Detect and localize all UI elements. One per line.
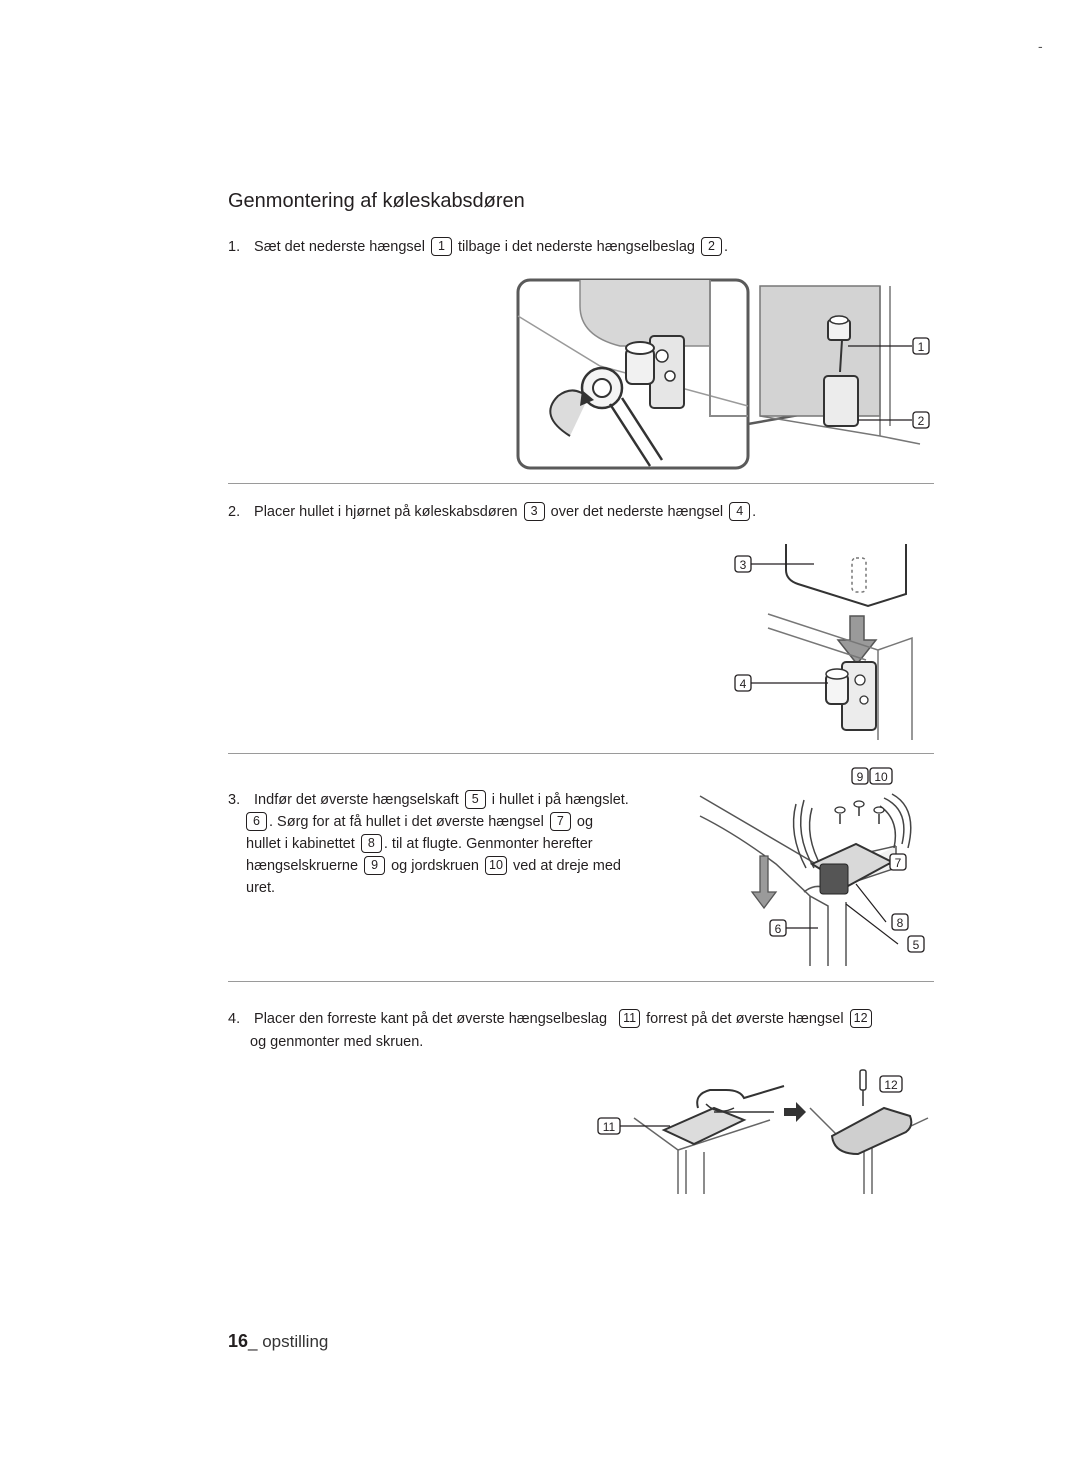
page-number: 16 xyxy=(228,1331,249,1351)
step-text: over det nederste hængsel xyxy=(550,504,724,520)
step-number: 1. xyxy=(228,239,241,255)
footer-section: opstilling xyxy=(262,1332,329,1351)
callout-badge: 9 xyxy=(364,856,386,875)
callout-8 xyxy=(891,913,909,931)
step-text: . Sørg for at få hullet i det øverste hæ… xyxy=(269,814,544,830)
callout-label: 8 xyxy=(897,916,904,930)
hinge-cover-left xyxy=(661,1106,747,1146)
callout-badge: 4 xyxy=(729,502,751,521)
callout-badge: 1 xyxy=(430,237,452,256)
callout-3 xyxy=(734,555,752,573)
step-text: og xyxy=(576,814,594,830)
callout-label: 12 xyxy=(884,1078,898,1092)
hand xyxy=(696,1085,785,1109)
step-2-text: 2. Placer hullet i hjørnet på køleskabsd… xyxy=(228,501,756,523)
callout-badge: 8 xyxy=(360,834,382,853)
step-number: 2. xyxy=(228,504,241,520)
step-text: Sæt det nederste hængsel xyxy=(254,239,425,255)
callout-badge: 10 xyxy=(485,856,507,875)
callout-label: 10 xyxy=(874,770,888,784)
step-text: hængselskruerne xyxy=(246,858,359,874)
right-arrow xyxy=(784,1102,806,1122)
step-text: ved at dreje med xyxy=(512,858,621,874)
step-3-line-5: uret. xyxy=(246,877,275,899)
callout-9 xyxy=(851,767,869,785)
callout-11 xyxy=(597,1117,621,1135)
step-3-line-1: 3. Indfør det øverste hængselskaft 5 i h… xyxy=(228,789,629,811)
step-text: Indfør det øverste hængselskaft xyxy=(254,792,459,808)
callout-label: 9 xyxy=(857,770,864,784)
callout-badge: 5 xyxy=(464,790,486,809)
step-text: Placer hullet i hjørnet på køleskabsdøre… xyxy=(254,504,518,520)
callout-badge: 11 xyxy=(619,1009,641,1028)
step-text: tilbage i det nederste hængselbeslag xyxy=(457,239,695,255)
down-arrow xyxy=(750,855,778,910)
callout-label: 1 xyxy=(918,340,925,354)
callout-label: 11 xyxy=(603,1120,616,1134)
callout-label: 5 xyxy=(913,938,920,952)
step-3-line-2: 6. Sørg for at få hullet i det øverste h… xyxy=(246,811,593,833)
step-3-line-3: hullet i kabinettet 8. til at flugte. Ge… xyxy=(246,833,593,855)
figure-lower-hinge-wrench: 1 2 xyxy=(516,278,930,470)
step-4-line-2: og genmonter med skruen. xyxy=(250,1031,423,1053)
corner-mark: - xyxy=(1038,38,1043,54)
step-number: 3. xyxy=(228,792,241,808)
figure-door-onto-hinge: 3 4 xyxy=(734,544,913,740)
callout-10 xyxy=(869,767,893,785)
step-3-line-4: hængselskruerne 9 og jordskruen 10 ved a… xyxy=(246,855,621,877)
step-text: i hullet i på hængslet. xyxy=(491,792,629,808)
step-text: hullet i kabinettet xyxy=(246,836,355,852)
callout-label: 6 xyxy=(775,922,782,936)
callout-badge: 7 xyxy=(549,812,571,831)
callout-5 xyxy=(907,935,925,953)
callout-6 xyxy=(769,919,787,937)
step-text: . xyxy=(724,239,729,255)
callout-badge: 6 xyxy=(246,812,267,831)
step-4-line-1: 4. Placer den forreste kant på det øvers… xyxy=(228,1008,874,1030)
figure-upper-hinge-cover: 12 11 xyxy=(597,1069,929,1194)
step-text: uret. xyxy=(246,880,276,896)
hinge-cover-right xyxy=(830,1106,913,1156)
callout-label: 3 xyxy=(740,558,747,572)
step-text: og genmonter med skruen. xyxy=(250,1034,424,1050)
divider xyxy=(228,753,934,754)
footer-separator: _ xyxy=(248,1332,263,1351)
callout-badge: 12 xyxy=(849,1009,872,1028)
step-text: og jordskruen xyxy=(391,858,479,874)
divider xyxy=(228,981,934,982)
callout-2 xyxy=(912,411,930,429)
door-corner xyxy=(785,544,907,608)
step-1-text: 1. Sæt det nederste hængsel 1 tilbage i … xyxy=(228,236,728,258)
page-footer: 16_ opstilling xyxy=(228,1331,328,1352)
door-hole xyxy=(851,557,867,593)
callout-label: 4 xyxy=(740,677,747,691)
callout-1 xyxy=(912,337,930,355)
callout-12 xyxy=(879,1075,903,1093)
figure-upper-hinge-screws: 9 10 7 8 6 5 xyxy=(699,767,925,966)
callout-4 xyxy=(734,674,752,692)
screwdriver xyxy=(859,1069,867,1091)
section-title: Genmontering af køleskabsdøren xyxy=(228,190,525,212)
callout-badge: 3 xyxy=(523,502,545,521)
callout-label: 2 xyxy=(918,414,925,428)
step-text: Placer den forreste kant på det øverste … xyxy=(254,1011,608,1027)
step-text: forrest på det øverste hængsel xyxy=(646,1011,844,1027)
callout-badge: 2 xyxy=(701,237,723,256)
divider xyxy=(228,483,934,484)
step-text: . til at flugte. Genmonter herefter xyxy=(383,836,593,852)
callout-7 xyxy=(889,853,907,871)
rotation-arrow xyxy=(549,389,589,437)
callout-label: 7 xyxy=(895,856,902,870)
step-text: . xyxy=(752,504,757,520)
step-number: 4. xyxy=(228,1011,241,1027)
